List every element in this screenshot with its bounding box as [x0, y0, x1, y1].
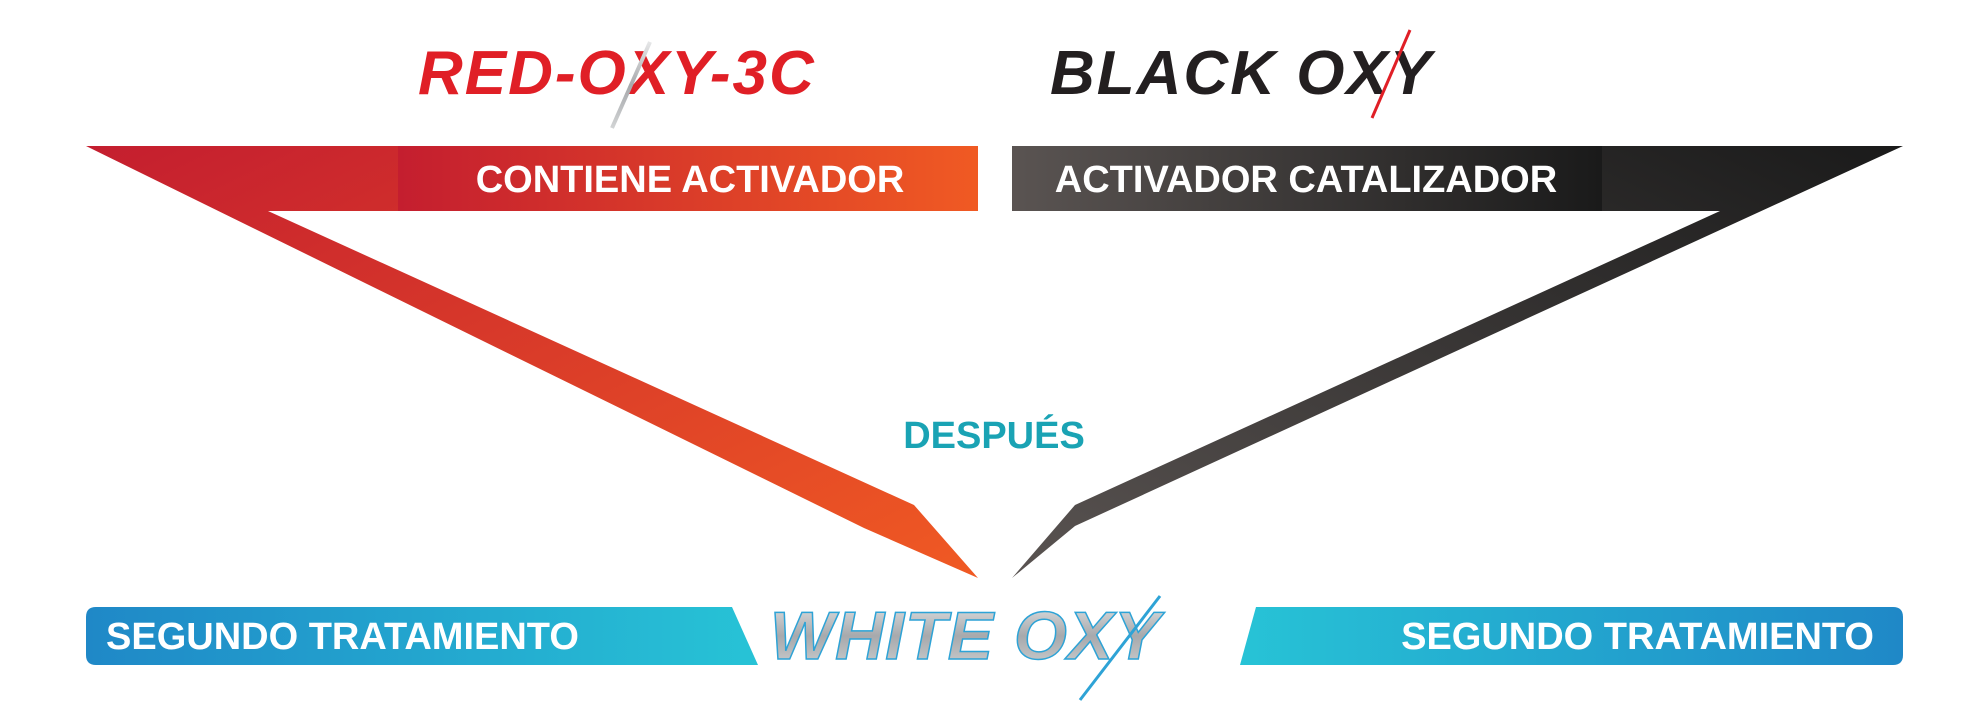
contiene-activador-label: CONTIENE ACTIVADOR — [476, 159, 905, 201]
bottom-left-banner-shape — [86, 607, 758, 665]
dark-banner — [1012, 146, 1602, 211]
left-red-arrow: CONTIENE ACTIVADOR — [86, 146, 978, 578]
white-oxy-logo-text: WHITE OXY — [770, 598, 1165, 674]
despues-label: DESPUÉS — [903, 413, 1085, 457]
logo-x-stroke-icon — [1370, 29, 1412, 119]
logo-x-stroke-icon — [610, 41, 652, 129]
activador-catalizador-label: ACTIVADOR CATALIZADOR — [1055, 159, 1557, 201]
logo-x-stroke-icon — [1078, 595, 1162, 701]
red-oxy-logo: RED-OXY-3C — [418, 39, 816, 129]
black-oxy-logo: BLACK OXY — [1050, 29, 1437, 119]
red-arrow-shape — [86, 146, 978, 578]
black-oxy-logo-text: BLACK OXY — [1050, 39, 1437, 108]
bottom-right-banner-shape — [1240, 607, 1903, 665]
segundo-tratamiento-right-label: SEGUNDO TRATAMIENTO — [1401, 616, 1874, 658]
segundo-tratamiento-left-label: SEGUNDO TRATAMIENTO — [106, 616, 579, 658]
bottom-left-banner: SEGUNDO TRATAMIENTO — [86, 607, 758, 665]
red-banner — [398, 146, 978, 211]
white-oxy-logo: WHITE OXY — [769, 595, 1165, 701]
bottom-right-banner: SEGUNDO TRATAMIENTO — [1240, 607, 1903, 665]
right-dark-arrow: ACTIVADOR CATALIZADOR — [1012, 146, 1903, 578]
red-oxy-logo-text: RED-OXY-3C — [418, 39, 816, 108]
